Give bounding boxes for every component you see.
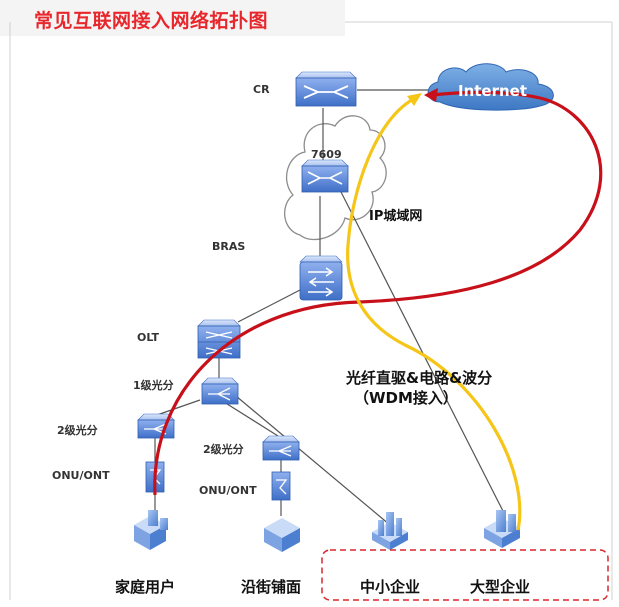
link-s1-s2left	[156, 399, 201, 416]
label-onu-right: ONU/ONT	[199, 484, 257, 497]
enterprise-highlight-box	[321, 549, 609, 601]
yellow-wdm-path	[346, 96, 522, 531]
ip-metro-cloud	[284, 115, 387, 241]
splitter2-right-icon	[262, 435, 300, 461]
shop-building-icon	[264, 518, 300, 552]
red-access-path	[153, 90, 603, 496]
page-title: 常见互联网接入网络拓扑图	[34, 10, 269, 32]
label-ip-metro: IP城域网	[369, 209, 423, 224]
label-splitter2-left: 2级光分	[57, 424, 98, 437]
label-onu-left: ONU/ONT	[52, 469, 110, 482]
yellow-arrow-head	[407, 93, 422, 106]
label-splitter2-right: 2级光分	[203, 443, 244, 456]
label-olt: OLT	[137, 331, 160, 344]
label-street-shops: 沿街铺面	[241, 578, 302, 596]
link-s1-s2right	[223, 401, 279, 437]
label-internet: Internet	[458, 82, 528, 100]
label-bras: BRAS	[212, 240, 246, 253]
onu-right-icon	[271, 471, 291, 501]
label-splitter1: 1级光分	[133, 379, 174, 392]
links	[154, 89, 506, 526]
link-bras-olt	[237, 289, 301, 323]
label-sme: 中小企业	[360, 578, 421, 596]
bras-icon	[299, 255, 343, 301]
label-7609: 7609	[311, 148, 342, 161]
router-7609-icon	[301, 159, 349, 193]
label-home-users: 家庭用户	[115, 578, 176, 596]
splitter1-icon	[201, 377, 239, 405]
link-7609-large	[339, 189, 506, 516]
link-s1-sme	[235, 395, 391, 526]
label-access-note-line2: （WDM接入）	[354, 389, 458, 407]
large-enterprise-building-icon	[484, 510, 520, 548]
red-arrow-head	[424, 88, 438, 102]
cr-router-icon	[295, 71, 357, 107]
sme-building-icon	[372, 512, 408, 550]
home-building-icon	[134, 510, 168, 550]
internet-cloud	[427, 63, 554, 111]
label-access-note-line1: 光纤直驱&电路&波分	[346, 369, 493, 387]
label-large-enterprise: 大型企业	[470, 578, 531, 596]
title-bar	[0, 0, 345, 36]
label-cr: CR	[253, 83, 270, 96]
